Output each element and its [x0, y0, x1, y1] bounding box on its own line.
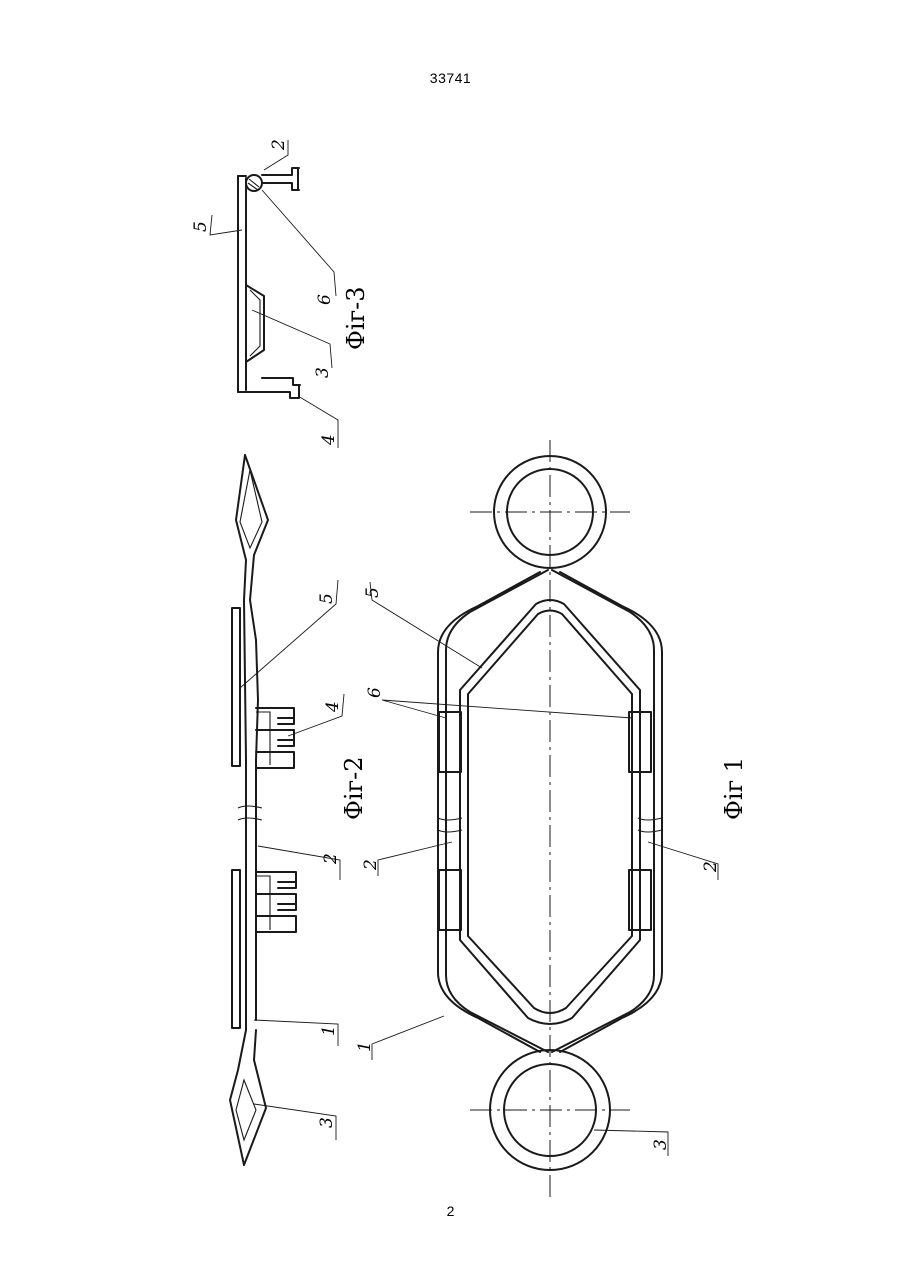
fig3-label-5: 5	[191, 221, 211, 232]
fig1-label-6: 6	[365, 687, 385, 698]
fig2-caption: Фіг-2	[340, 756, 368, 820]
figure-3	[210, 140, 338, 448]
fig1-label-1: 1	[355, 1041, 375, 1052]
fig2-label-2: 2	[321, 853, 341, 865]
fig1-label-5: 5	[363, 587, 383, 598]
figure-2	[230, 455, 344, 1165]
fig2-label-1: 1	[319, 1025, 339, 1036]
fig1-label-2-left: 2	[361, 859, 381, 871]
fig3-label-2: 2	[269, 139, 289, 151]
figure-1	[370, 440, 718, 1200]
fig2-label-3: 3	[317, 1117, 337, 1128]
fig3-label-3: 3	[313, 367, 333, 378]
fig1-caption: Фіг 1	[720, 757, 748, 820]
fig3-label-4: 4	[319, 434, 339, 446]
fig1-label-3: 3	[651, 1139, 671, 1150]
page-number: 2	[0, 1203, 901, 1219]
fig2-label-5: 5	[317, 593, 337, 604]
fig2-label-4: 4	[323, 701, 343, 713]
fig1-label-2-right: 2	[701, 861, 721, 873]
fig3-caption: Фіг-3	[342, 286, 370, 350]
fig3-label-6: 6	[315, 294, 335, 305]
